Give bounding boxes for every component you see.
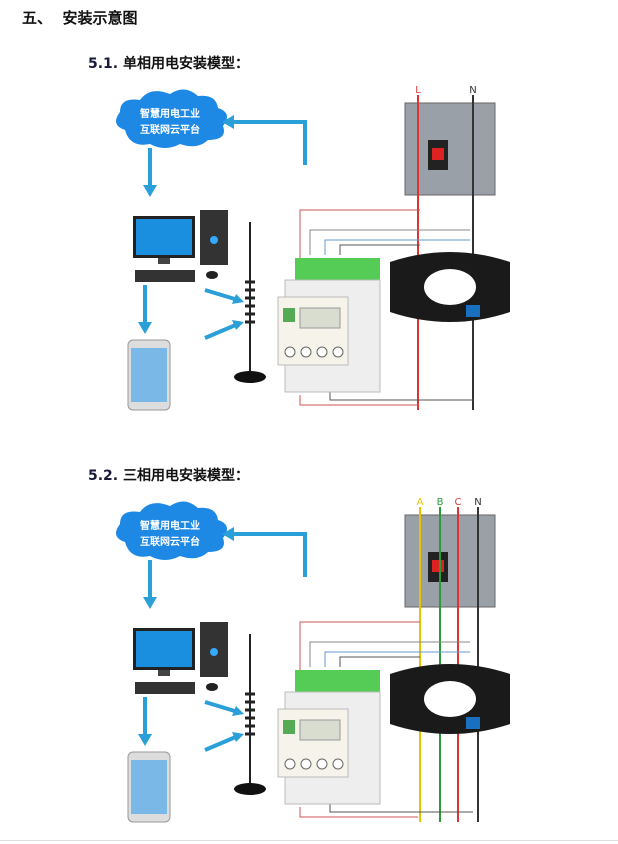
smartphone-icon bbox=[127, 339, 171, 411]
single-phase-installation-diagram: 智慧用电工业 互联网云平台 L N bbox=[116, 85, 510, 411]
cloud-label-line1: 智慧用电工业 bbox=[140, 519, 200, 532]
section-number: 五、 bbox=[22, 9, 53, 27]
page-divider bbox=[0, 840, 618, 841]
wiring bbox=[299, 209, 473, 406]
computer-icon bbox=[133, 622, 228, 694]
cloud-label-line2: 互联网云平台 bbox=[140, 535, 200, 548]
monitoring-device bbox=[277, 670, 381, 805]
arrows bbox=[143, 120, 307, 340]
subsection-title: 单相用电安装模型： bbox=[123, 56, 249, 72]
phase-label: N bbox=[469, 85, 476, 96]
subsection-title: 三相用电安装模型： bbox=[123, 468, 249, 484]
phase-label: N bbox=[474, 497, 481, 508]
cloud-label-line1: 智慧用电工业 bbox=[140, 107, 200, 120]
circuit-breaker bbox=[404, 514, 496, 608]
computer-icon bbox=[133, 210, 228, 282]
phase-label: L bbox=[415, 85, 421, 96]
current-transformer bbox=[390, 252, 510, 322]
cloud-platform: 智慧用电工业 互联网云平台 bbox=[116, 89, 227, 148]
subsection-heading-1: 5.1. 单相用电安装模型： bbox=[88, 53, 249, 73]
subsection-number: 5.2. bbox=[88, 468, 119, 484]
smartphone-icon bbox=[127, 751, 171, 823]
phase-label: A bbox=[417, 497, 424, 508]
subsection-number: 5.1. bbox=[88, 56, 119, 72]
section-heading: 五、 安装示意图 bbox=[22, 7, 137, 28]
antenna-icon bbox=[234, 222, 266, 383]
antenna-icon bbox=[234, 634, 266, 795]
circuit-breaker bbox=[404, 102, 496, 196]
phase-label: B bbox=[437, 497, 444, 508]
subsection-heading-2: 5.2. 三相用电安装模型： bbox=[88, 465, 249, 485]
cloud-platform: 智慧用电工业 互联网云平台 bbox=[116, 501, 227, 560]
wiring bbox=[299, 621, 473, 818]
arrows bbox=[143, 532, 307, 752]
phase-label: C bbox=[455, 497, 462, 508]
cloud-label-line2: 互联网云平台 bbox=[140, 123, 200, 136]
current-transformer bbox=[390, 664, 510, 734]
monitoring-device bbox=[277, 258, 381, 393]
section-title: 安装示意图 bbox=[62, 9, 138, 27]
